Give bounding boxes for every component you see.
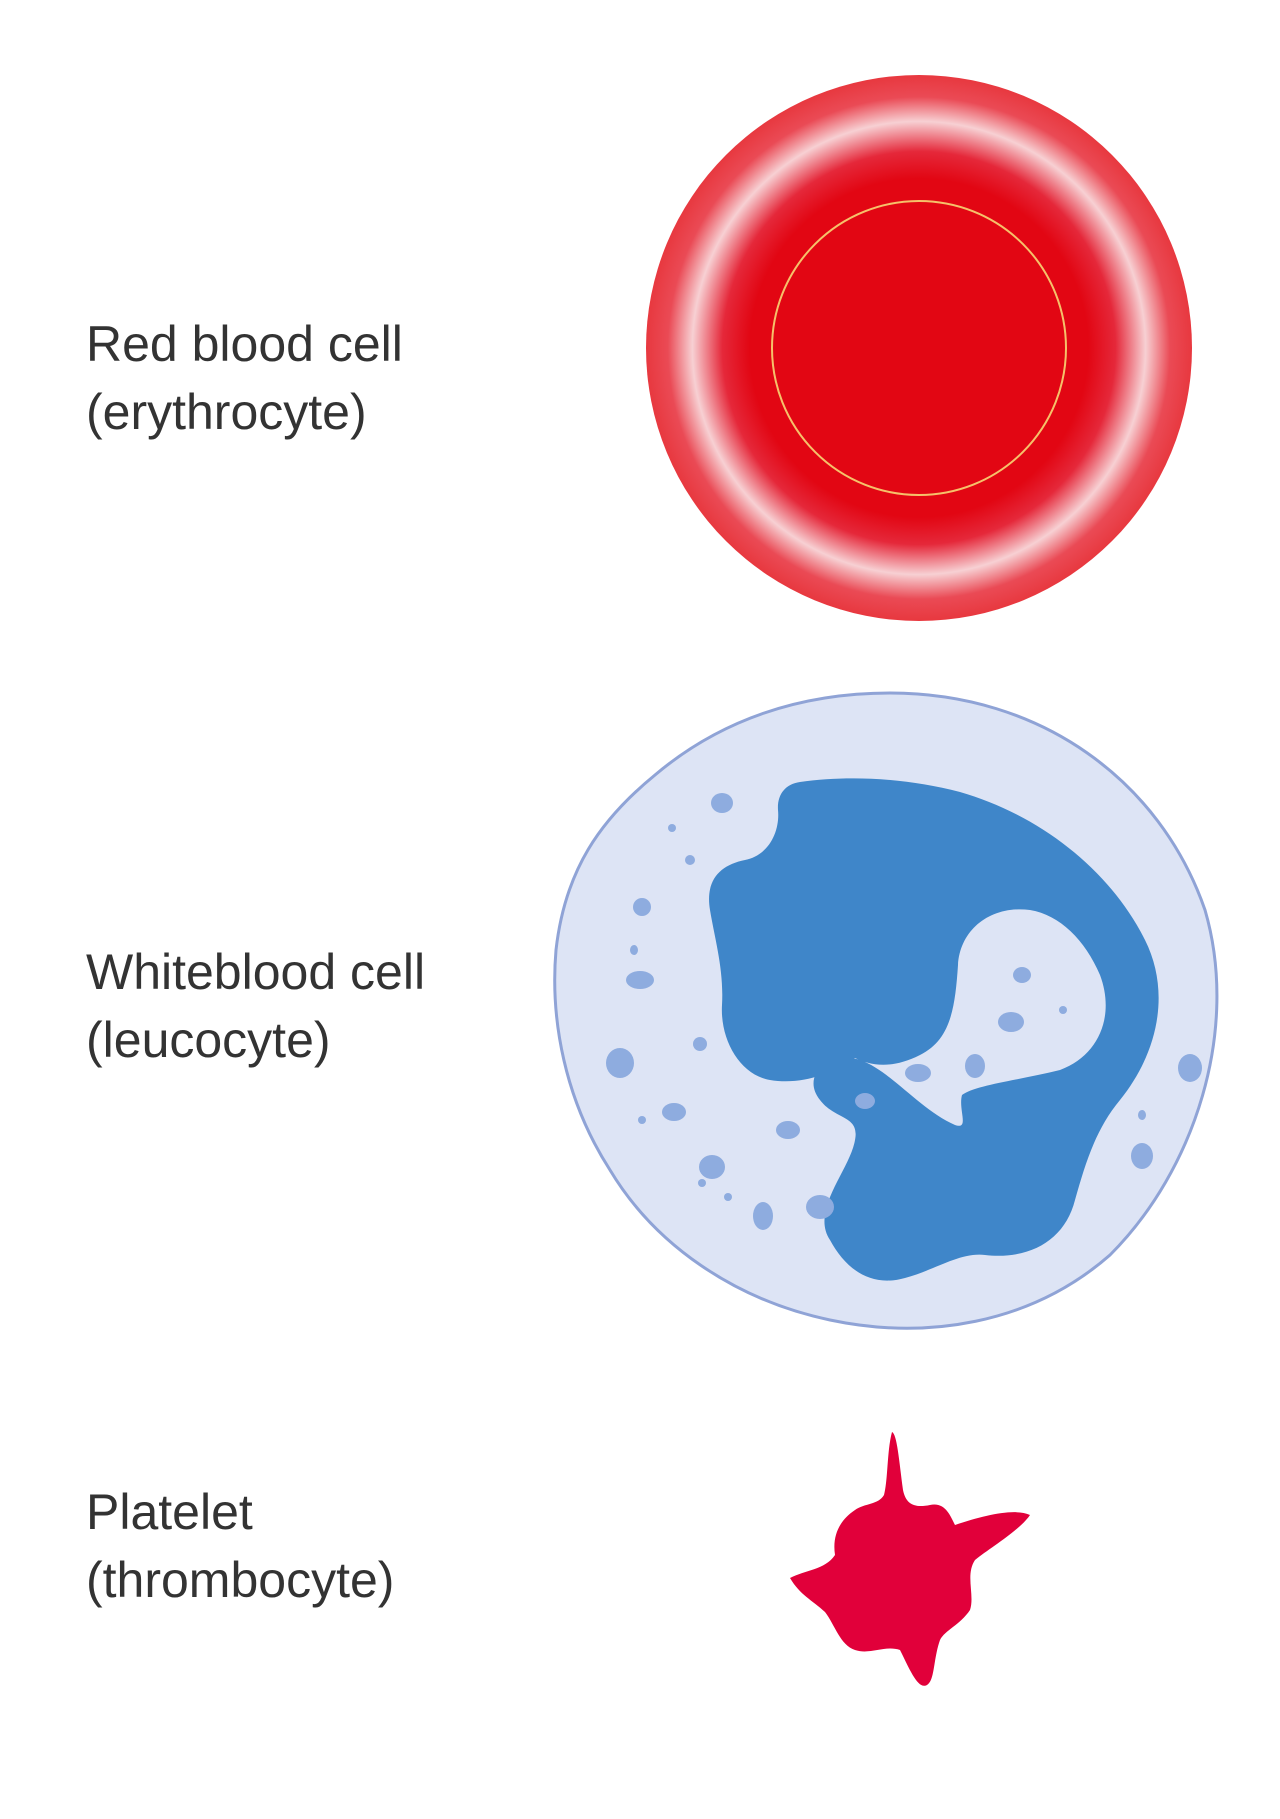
white-blood-cell-scientific-name: (leucocyte): [86, 1012, 331, 1068]
white-blood-cell-granules: [606, 793, 1202, 1230]
red-blood-cell-scientific-name: (erythrocyte): [86, 384, 367, 440]
white-blood-cell-name: Whiteblood cell: [86, 944, 426, 1000]
red-blood-cell-name: Red blood cell: [86, 316, 403, 372]
platelet-scientific-name: (thrombocyte): [86, 1552, 395, 1608]
red-blood-cell-label: Red blood cell (erythrocyte): [86, 310, 403, 446]
white-blood-cell-label: Whiteblood cell (leucocyte): [86, 938, 425, 1074]
platelet-body: [790, 1432, 1030, 1686]
platelet-figure: [790, 1432, 1030, 1686]
white-blood-cell-nucleus: [709, 778, 1159, 1281]
platelet-label: Platelet (thrombocyte): [86, 1478, 394, 1614]
platelet-name: Platelet: [86, 1484, 253, 1540]
red-blood-cell-center-ring: [771, 200, 1067, 496]
red-blood-cell-figure: [646, 75, 1192, 621]
white-blood-cell-figure: [553, 691, 1219, 1330]
red-blood-cell-disc: [646, 75, 1192, 621]
